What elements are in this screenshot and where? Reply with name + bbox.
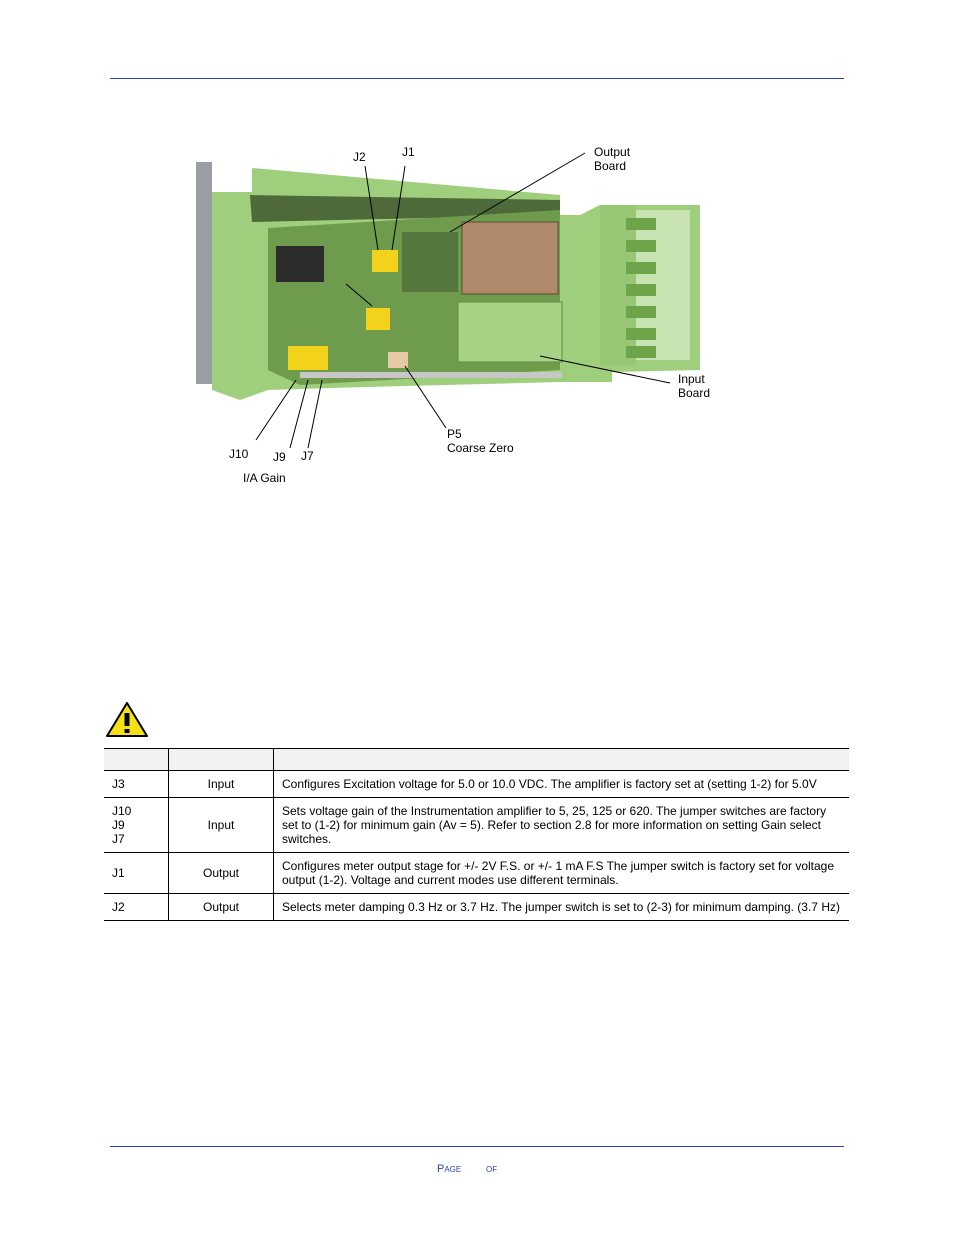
header-cell <box>273 748 849 771</box>
description-cell: Sets voltage gain of the Instrumentation… <box>273 797 849 853</box>
callout-j2: J2 <box>353 150 366 164</box>
footer-rule <box>110 1146 844 1147</box>
callout-j7: J7 <box>301 449 314 463</box>
table-row: J1 Output Configures meter output stage … <box>104 852 849 894</box>
page-label: Page <box>437 1163 462 1175</box>
table-header-row <box>104 748 849 771</box>
jumper-j10-j9-j7 <box>288 346 328 370</box>
callout-j10: J10 <box>229 447 249 461</box>
header-rule <box>110 78 844 79</box>
description-cell: Selects meter damping 0.3 Hz or 3.7 Hz. … <box>273 893 849 921</box>
jumper-cell: J2 <box>104 893 169 921</box>
description-cell: Configures meter output stage for +/- 2V… <box>273 852 849 894</box>
board-cell: Input <box>168 797 274 853</box>
pot-p5 <box>388 352 408 368</box>
header-cell <box>104 748 169 771</box>
jumper-cell: J3 <box>104 770 169 798</box>
jumper-cell: J1 <box>104 852 169 894</box>
warning-icon <box>106 702 148 737</box>
callout-ia-gain: I/A Gain <box>243 471 286 485</box>
circuit-board-photo <box>196 152 700 449</box>
jumper-j3 <box>366 308 390 330</box>
callout-output-board: Output Board <box>594 145 631 173</box>
table-row: J3 Input Configures Excitation voltage f… <box>104 770 849 798</box>
callout-j9: J9 <box>273 450 286 464</box>
jumper-j2-j1 <box>372 250 398 272</box>
description-cell: Configures Excitation voltage for 5.0 or… <box>273 770 849 798</box>
callout-input-board: Input Board <box>678 372 711 400</box>
callout-p5: P5 Coarse Zero <box>447 427 514 455</box>
of-label: of <box>486 1163 498 1175</box>
jumper-cell: J10 J9 J7 <box>104 797 169 853</box>
table-row: J2 Output Selects meter damping 0.3 Hz o… <box>104 893 849 921</box>
callout-j1: J1 <box>402 145 415 159</box>
board-cell: Output <box>168 852 274 894</box>
header-cell <box>168 748 274 771</box>
jumper-settings-table: J3 Input Configures Excitation voltage f… <box>104 748 849 921</box>
board-cell: Output <box>168 893 274 921</box>
table-row: J10 J9 J7 Input Sets voltage gain of the… <box>104 797 849 853</box>
board-cell: Input <box>168 770 274 798</box>
